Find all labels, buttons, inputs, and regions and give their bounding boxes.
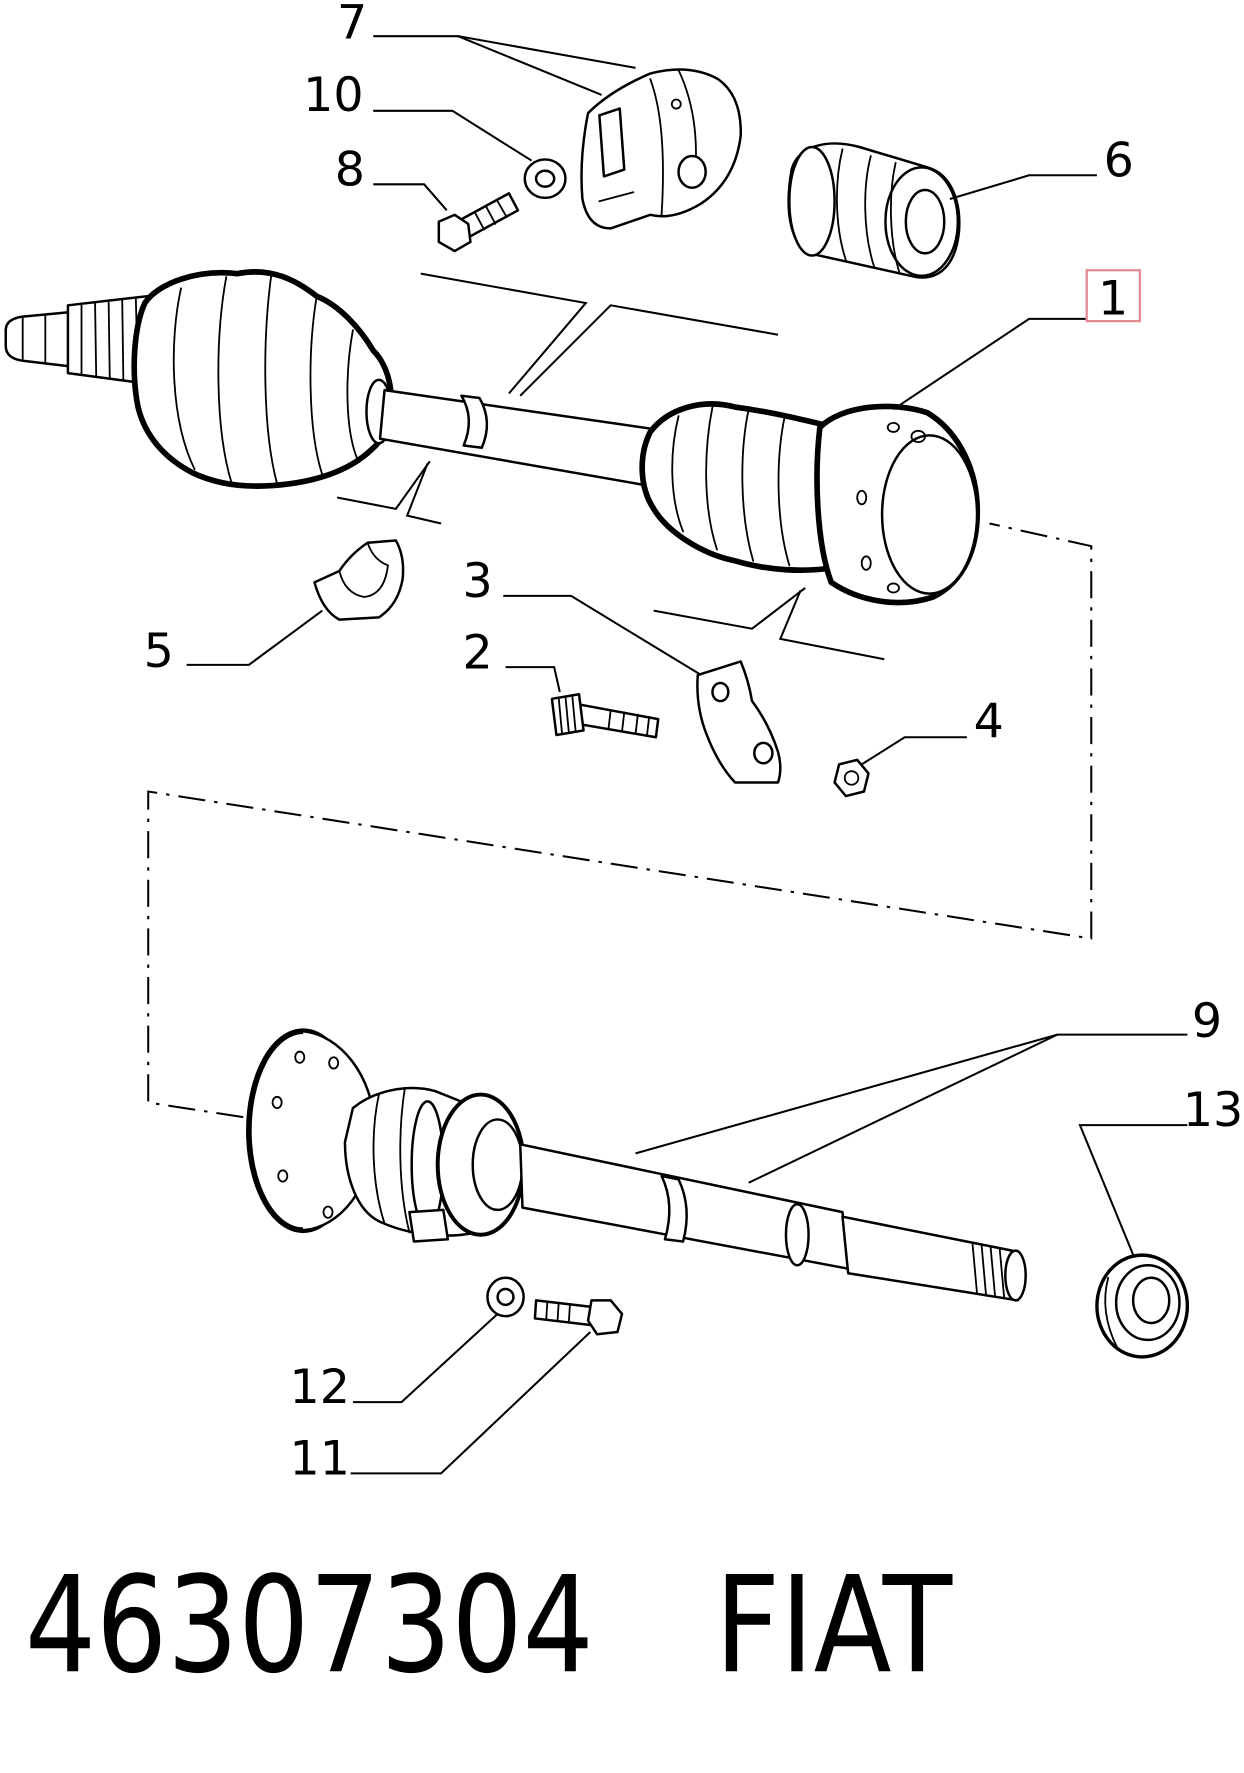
- break-lines: [336, 272, 885, 661]
- callout-8: 8: [335, 142, 365, 197]
- clip-part-5: [313, 539, 405, 621]
- footer: 46307304 FIAT: [25, 1548, 953, 1703]
- callout-6: 6: [1104, 133, 1134, 188]
- nut-part-4: [833, 758, 870, 798]
- washer-part-10: [523, 158, 567, 200]
- center-bearing-inner: [471, 1118, 524, 1212]
- bearing-bracket-part-7: [580, 68, 742, 230]
- retaining-plate-part-3: [696, 660, 782, 784]
- boot-ridges-lower: [372, 1086, 411, 1234]
- shaft-end-cap: [1004, 1249, 1027, 1302]
- bolt-part-2: [550, 693, 660, 739]
- boot-ridges-left: [172, 272, 359, 485]
- assembly-bracket-lines: [147, 522, 1093, 1119]
- support-bearing-part-6: [787, 142, 961, 279]
- callout-11: 11: [290, 1431, 350, 1486]
- brand-name: FIAT: [715, 1548, 953, 1703]
- housing-bolt-holes: [856, 421, 926, 594]
- shaft-break-gap: [460, 394, 489, 450]
- callout-12: 12: [290, 1360, 350, 1415]
- clamp-tab: [408, 1208, 450, 1243]
- housing-face: [880, 434, 979, 595]
- inner-cv-boot: [639, 401, 838, 573]
- callout-4: 4: [974, 694, 1004, 749]
- highlight-box: [1085, 269, 1142, 323]
- drive-shaft-assembly: [4, 269, 981, 606]
- lower-shaft-break-gap: [660, 1174, 688, 1243]
- intermediate-shaft-assembly: [246, 1028, 1027, 1302]
- callout-10: 10: [303, 68, 363, 123]
- shaft-tip: [4, 310, 72, 368]
- outer-cv-boot: [131, 269, 395, 489]
- callout-5: 5: [144, 624, 174, 679]
- callout-13: 13: [1183, 1083, 1243, 1138]
- callout-3: 3: [463, 554, 493, 609]
- shaft-step-ring: [784, 1202, 810, 1267]
- bolt-part-11: [533, 1299, 624, 1336]
- boot-ridges-right: [671, 406, 791, 567]
- washer-part-12: [486, 1276, 525, 1318]
- callout-1: 1: [1098, 271, 1128, 326]
- thread-lines: [971, 1242, 1006, 1299]
- part-number: 46307304: [25, 1548, 594, 1703]
- callout-leaders: [186, 35, 1188, 1475]
- callout-7: 7: [337, 0, 367, 50]
- callout-9: 9: [1192, 994, 1222, 1049]
- bolt-part-8: [437, 192, 520, 253]
- seal-part-13: [1095, 1253, 1190, 1359]
- callout-labels: 7 10 8 6 1 3 5 2 4 9 13 12 11: [144, 0, 1244, 1486]
- callout-2: 2: [463, 625, 493, 680]
